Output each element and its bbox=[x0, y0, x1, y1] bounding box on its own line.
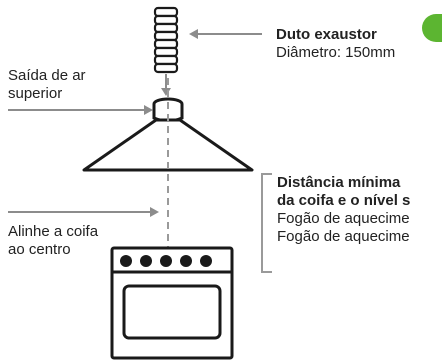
duct-diameter: Diâmetro: 150mm bbox=[276, 44, 396, 61]
distance-bracket bbox=[261, 173, 272, 273]
distance-item-1: Fogão de aquecime bbox=[277, 210, 410, 227]
outlet-pointer-arrow bbox=[8, 105, 153, 115]
center-hint-line1: Alinhe a coifa bbox=[8, 223, 99, 240]
duct-pointer-arrow bbox=[189, 29, 262, 39]
stove-burner-knobs bbox=[120, 255, 212, 267]
distance-title-line1: Distância mínima bbox=[277, 174, 401, 191]
distance-item-2: Fogão de aquecime bbox=[277, 228, 410, 245]
accent-badge bbox=[422, 14, 442, 42]
top-outlet-label-line2: superior bbox=[8, 85, 63, 102]
center-hint-line2: ao centro bbox=[8, 241, 71, 258]
distance-title-line2: da coifa e o nível s bbox=[277, 192, 411, 209]
exhaust-duct bbox=[153, 6, 179, 74]
stove bbox=[110, 246, 234, 360]
duct-title: Duto exaustor bbox=[276, 26, 377, 43]
down-arrow-icon bbox=[161, 74, 171, 96]
center-pointer-arrow bbox=[8, 207, 159, 217]
top-outlet-label-line1: Saída de ar bbox=[8, 67, 86, 84]
